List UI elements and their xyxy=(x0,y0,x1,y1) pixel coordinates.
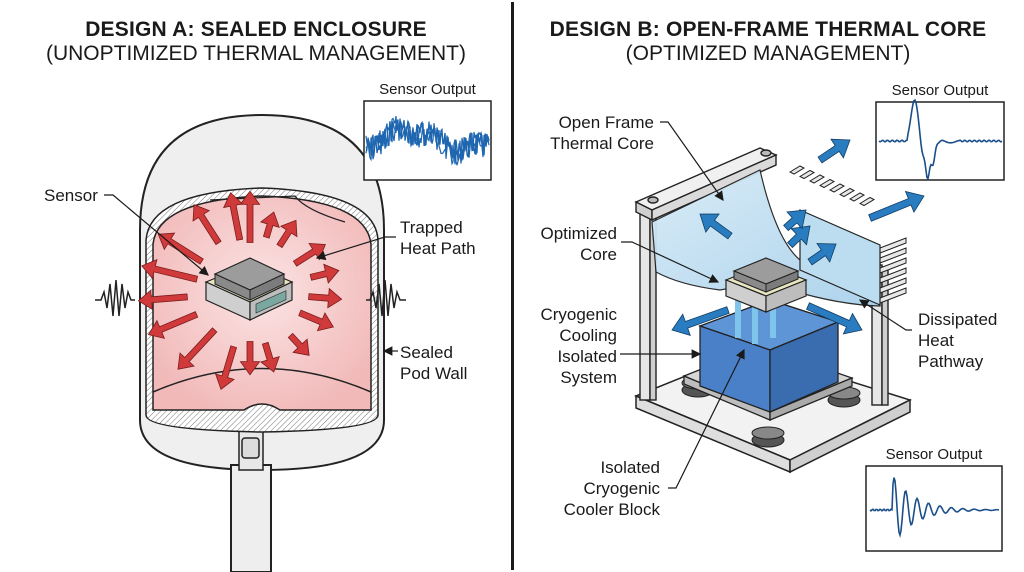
label-cooler-line1: Isolated xyxy=(600,458,660,477)
heat-arrow xyxy=(222,192,244,241)
label-optimized-line2: Core xyxy=(580,245,617,264)
heat-sink-fin xyxy=(858,196,876,207)
design-a-subtitle: (UNOPTIMIZED THERMAL MANAGEMENT) xyxy=(45,42,466,65)
sealed-pod xyxy=(139,113,385,572)
label-dissipated-line2: Heat xyxy=(918,331,954,350)
design-b-title: DESIGN B: OPEN-FRAME THERMAL CORE xyxy=(549,18,987,41)
dissipation-arrow xyxy=(806,302,863,335)
design-a-title: DESIGN A: SEALED ENCLOSURE xyxy=(85,18,427,41)
dissipation-arrow xyxy=(699,213,733,240)
label-cooler-block: Isolated Cryogenic Cooler Block xyxy=(520,457,660,520)
label-cryo-line4: System xyxy=(560,368,617,387)
heat-arrow xyxy=(308,287,343,309)
label-cooler-line2: Cryogenic xyxy=(583,479,660,498)
sensor-output-b-bottom-signal xyxy=(869,477,1000,538)
design-b-subtitle: (OPTIMIZED MANAGEMENT) xyxy=(625,42,911,65)
heat-sink-face xyxy=(799,209,881,306)
heat-sink-fin xyxy=(808,174,826,184)
heat-arrow xyxy=(239,341,261,376)
heat-arrow xyxy=(309,263,340,284)
leader-lines-b xyxy=(620,121,912,489)
label-trapped-heat-line2: Heat Path xyxy=(400,239,476,258)
label-cryo-line1: Cryogenic xyxy=(540,305,617,324)
label-cooler-line3: Cooler Block xyxy=(563,500,660,519)
leader-lines-a xyxy=(104,194,398,356)
pulse-signal-trace xyxy=(878,99,1003,181)
sensor-chip xyxy=(204,257,294,321)
label-dissipated-heat: Dissipated Heat Pathway xyxy=(918,309,997,372)
heat-sink-fin xyxy=(788,165,806,175)
sensor-output-b-top-title: Sensor Output xyxy=(891,82,989,99)
dissipation-arrows xyxy=(671,138,925,336)
label-cryo-line2: Cooling xyxy=(559,326,617,345)
dissipation-arrow xyxy=(783,209,807,232)
label-trapped-heat: Trapped Heat Path xyxy=(400,217,476,259)
pod-top-cutaway xyxy=(209,195,346,223)
sensor-output-b-top-signal xyxy=(878,99,1003,181)
heat-arrow xyxy=(287,332,310,356)
optimized-core-chip xyxy=(724,257,808,344)
panel-divider xyxy=(511,2,514,570)
sensor-output-a-signal xyxy=(365,116,490,166)
label-sealed-line1: Sealed xyxy=(400,343,453,362)
label-sealed-pod-wall: Sealed Pod Wall xyxy=(400,342,467,384)
pod-floor-curve xyxy=(152,367,372,393)
label-optimized-line1: Optimized xyxy=(540,224,617,243)
heat-sink-fin xyxy=(818,178,836,189)
heat-arrow xyxy=(177,327,218,370)
label-cryo-line3: Isolated xyxy=(557,347,617,366)
heat-sink-fin xyxy=(798,169,816,180)
dissipation-arrow xyxy=(787,225,811,249)
label-sensor: Sensor xyxy=(44,186,98,205)
label-optimized-core: Optimized Core xyxy=(520,223,617,265)
dissipation-arrow xyxy=(817,138,851,164)
label-open-frame: Open Frame Thermal Core xyxy=(520,112,654,154)
pod-stem xyxy=(230,464,272,572)
heat-arrow xyxy=(298,309,335,332)
label-dissipated-line3: Pathway xyxy=(918,352,984,371)
heat-arrow xyxy=(214,345,238,391)
cryogenic-cooler-block xyxy=(698,299,840,413)
heat-sink-fin xyxy=(838,187,856,198)
noisy-signal-trace xyxy=(365,118,490,166)
heat-arrow xyxy=(141,259,199,283)
heat-sink-fins xyxy=(788,165,907,304)
dissipation-arrow xyxy=(807,243,837,266)
design-a-title-block: DESIGN A: SEALED ENCLOSURE (UNOPTIMIZED … xyxy=(0,18,512,66)
heat-arrow xyxy=(276,219,298,249)
dissipation-arrow xyxy=(868,190,925,222)
sensor-output-b-bottom-frame xyxy=(865,465,1003,552)
label-dissipated-line1: Dissipated xyxy=(918,310,998,329)
heat-sink-fin xyxy=(828,183,846,193)
label-trapped-heat-line1: Trapped xyxy=(400,218,463,237)
heat-arrow xyxy=(239,190,261,243)
pod-stem-plug xyxy=(241,437,260,459)
vibration-wave-left xyxy=(95,279,135,317)
heat-arrow xyxy=(157,232,204,265)
label-open-frame-line1: Open Frame xyxy=(558,113,654,132)
heat-sink-fin xyxy=(848,192,866,202)
label-cryogenic-system: Cryogenic Cooling Isolated System xyxy=(520,304,617,388)
heat-arrow xyxy=(137,289,188,311)
label-sealed-line2: Pod Wall xyxy=(400,364,468,383)
vibration-wave-right xyxy=(366,279,406,317)
sensor-output-a-title: Sensor Output xyxy=(379,81,476,98)
heat-arrow xyxy=(147,311,199,339)
ringing-signal-trace xyxy=(869,477,1000,538)
heat-arrow xyxy=(192,204,222,246)
label-open-frame-line2: Thermal Core xyxy=(550,134,654,153)
dissipation-arrow xyxy=(671,306,730,336)
heat-arrows xyxy=(137,190,343,391)
design-b-title-block: DESIGN B: OPEN-FRAME THERMAL CORE (OPTIM… xyxy=(512,18,1024,66)
heat-arrow xyxy=(259,341,280,373)
sensor-output-b-bottom-title: Sensor Output xyxy=(885,446,983,463)
heat-arrow xyxy=(259,211,280,239)
